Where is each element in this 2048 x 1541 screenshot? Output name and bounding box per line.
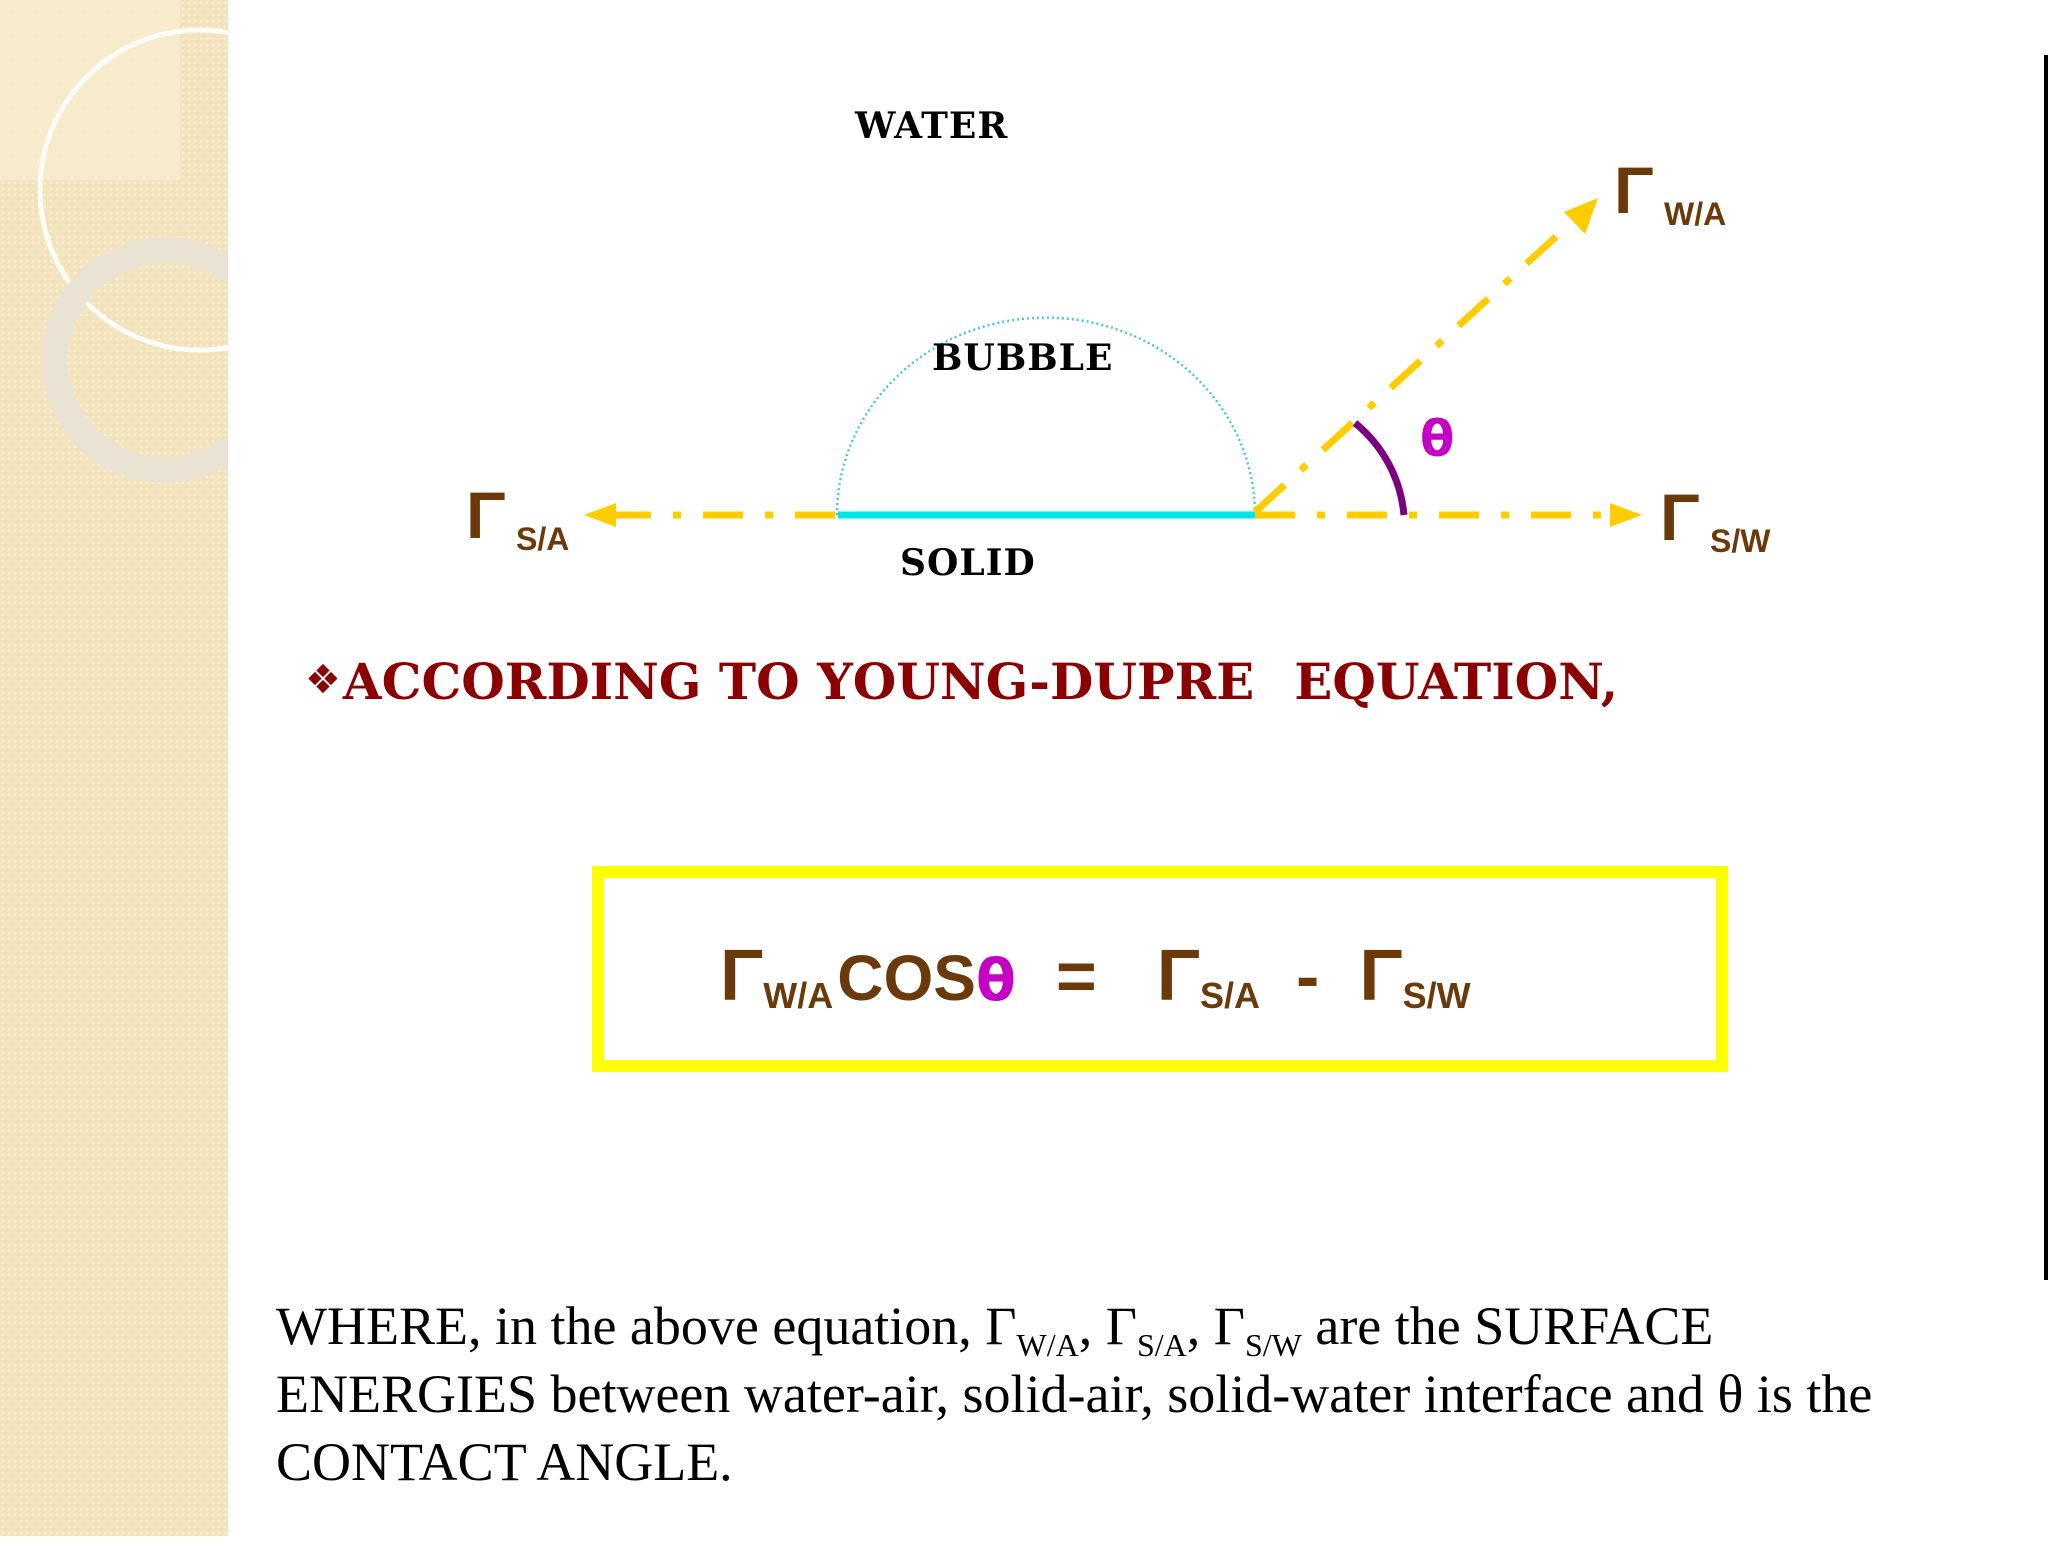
eq-gamma-wa: Γ [720,936,764,1016]
where-text-4: are the SURFACE ENERGIES between water-a… [276,1296,1873,1492]
arrowhead-right [1610,503,1642,527]
eq-theta: θ [975,946,1016,1014]
diamond-bullet-icon: ❖ [305,657,341,703]
heading-part1: ACCORDING TO YOUNG-DUPRE [342,652,1255,711]
water-label: WATER [854,105,1008,147]
gamma-sw-subscript: S/W [1710,523,1771,559]
sidebar-corner-tile [0,0,180,180]
gamma-sa-subscript: S/A [516,521,569,557]
explanation-paragraph: WHERE, in the above equation, ΓW/A, ΓS/A… [276,1292,1976,1496]
bubble-outline [835,316,1257,516]
young-dupre-equation: ΓW/ACOSθ=ΓS/A-ΓS/W [720,940,1471,1014]
where-text-2: , Γ [1078,1296,1137,1356]
bubble-label: BUBBLE [932,337,1113,379]
where-text-1: WHERE, in the above equation, Γ [276,1296,1017,1356]
eq-gamma-sw: Γ [1359,936,1403,1016]
right-edge-line [2044,55,2048,1280]
arrowhead-diagonal [1564,198,1598,234]
where-sub-wa: W/A [1016,1327,1079,1363]
eq-gamma-sa: Γ [1156,936,1200,1016]
contact-angle-diagram: WATER BUBBLE SOLID θ Γ S/A Γ S/W Γ W/A [466,105,1771,584]
contact-angle-arc [1352,420,1408,516]
eq-cos: COS [837,942,976,1014]
eq-sub-sa: S/A [1199,975,1260,1016]
gamma-sw-symbol: Γ [1660,480,1700,554]
solid-label: SOLID [900,542,1036,584]
eq-sub-wa: W/A [763,975,834,1016]
equation-box [592,866,1728,1072]
heading-part2: EQUATION, [1294,652,1619,711]
where-sub-sa: S/A [1136,1327,1187,1363]
decorative-sidebar [0,0,363,1536]
gamma-wa-symbol: Γ [1614,153,1654,227]
gamma-sa-symbol: Γ [466,478,506,552]
section-heading: ❖ACCORDING TO YOUNG-DUPRE EQUATION, [305,652,1618,711]
eq-sub-sw: S/W [1402,975,1471,1016]
eq-equals: = [1055,937,1097,1015]
where-text-3: , Γ [1186,1296,1245,1356]
eq-minus: - [1296,937,1320,1015]
arrowhead-left [584,503,616,527]
theta-label: θ [1420,410,1454,468]
arrow-water-air [1252,219,1575,515]
gamma-wa-subscript: W/A [1664,196,1726,232]
where-sub-sw: S/W [1244,1327,1302,1363]
